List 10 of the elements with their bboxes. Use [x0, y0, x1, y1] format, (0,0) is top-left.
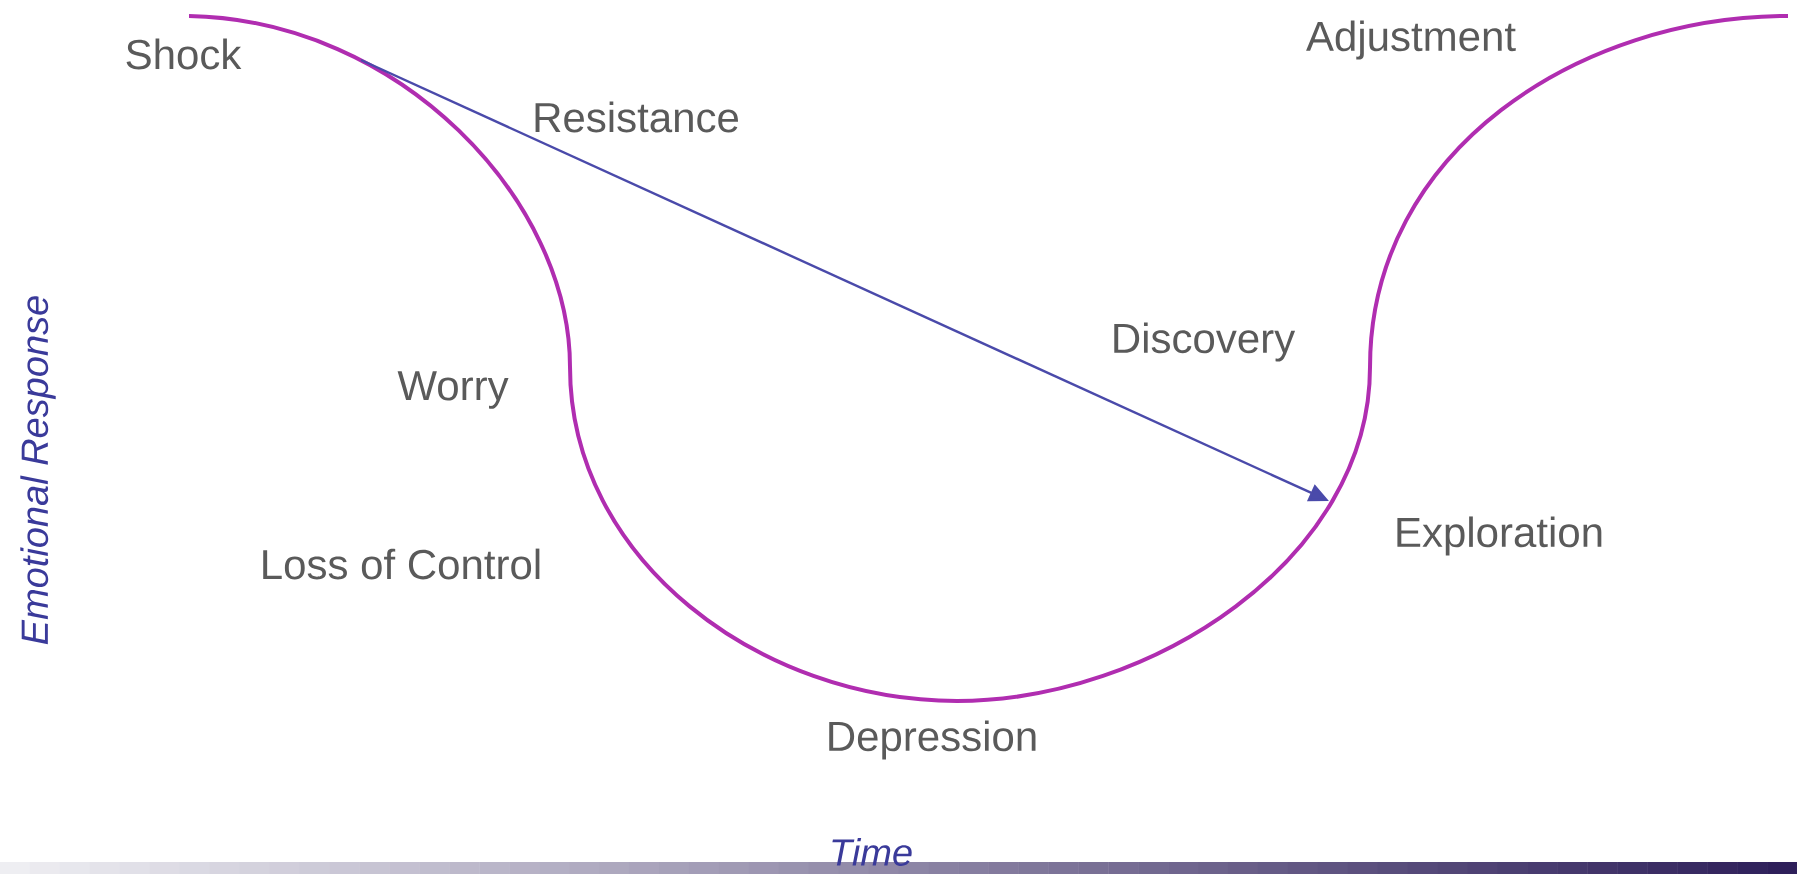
axis-label: Time — [832, 838, 912, 866]
stage-label: Exploration — [1397, 516, 1602, 556]
stage-label: Depression — [829, 720, 1036, 760]
axis-label: Emotional Response — [20, 296, 56, 645]
stage-label: Shock — [126, 38, 242, 70]
stage-label: Adjustment — [1306, 20, 1516, 60]
stage-label: Resistance — [535, 101, 738, 133]
stage-label: Worry — [397, 371, 509, 409]
stage-label: Discovery — [1114, 322, 1296, 362]
stage-label: Loss of Control — [263, 548, 540, 580]
